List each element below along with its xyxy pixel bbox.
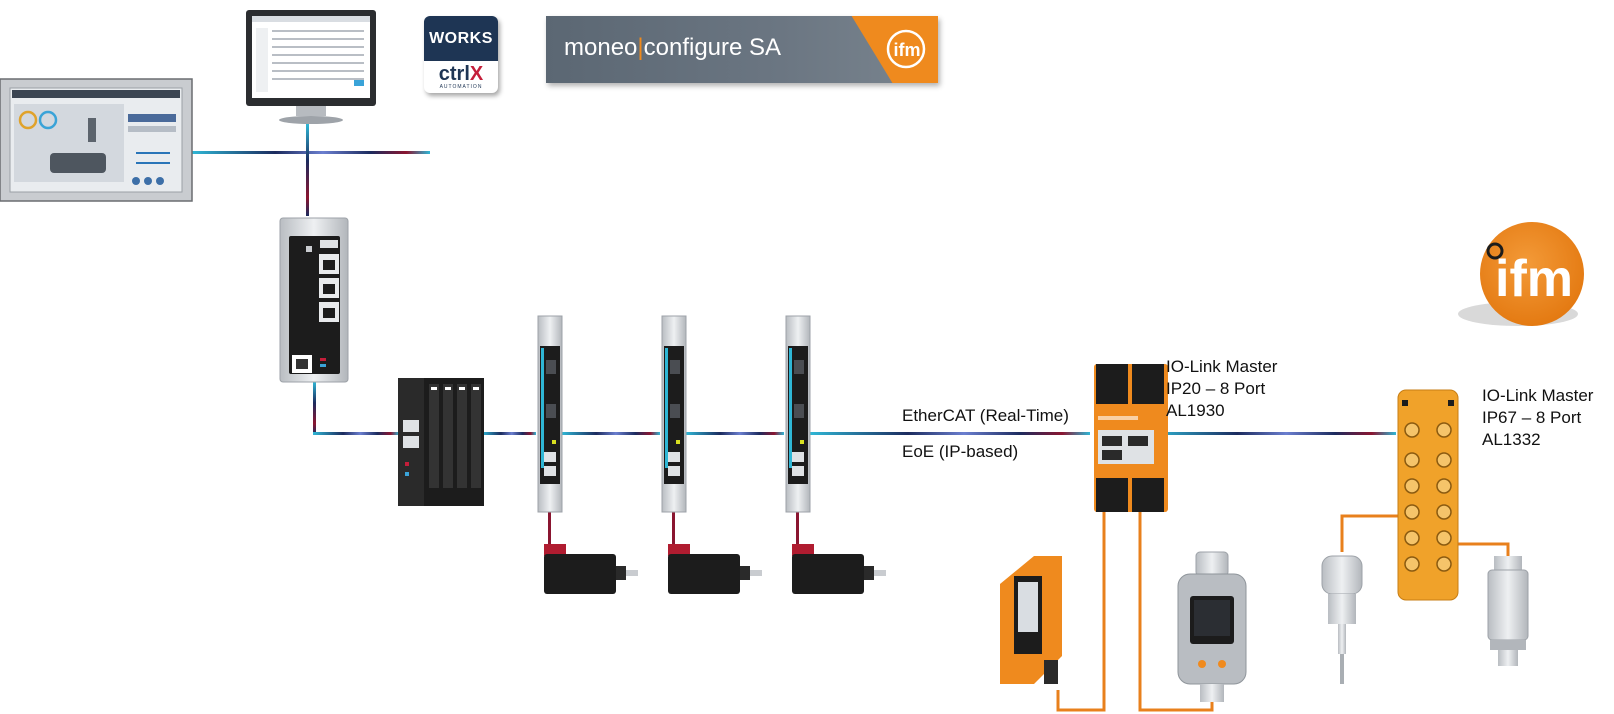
servo-drive-icon-3 bbox=[785, 315, 811, 513]
ethernet-line-top bbox=[192, 151, 430, 154]
ethernet-line-controller-down bbox=[313, 382, 316, 434]
io-link-master-ip20-icon bbox=[1094, 364, 1168, 512]
motor-cable-3 bbox=[796, 512, 799, 546]
banner-ifm-badge-icon: ifm bbox=[886, 29, 926, 69]
ethercat-line-drive3-al1930 bbox=[810, 432, 1090, 435]
ifm-logo-icon: ifm bbox=[1458, 222, 1584, 326]
network-cables bbox=[192, 124, 1510, 712]
temperature-sensor-icon bbox=[1321, 555, 1363, 684]
ctrlx-brand-main: ctrl bbox=[438, 63, 470, 85]
ethercat-line-io-drive1 bbox=[482, 432, 536, 435]
io-link-cable-temp bbox=[1340, 514, 1410, 552]
io-module-icon bbox=[398, 378, 484, 506]
ctrlx-brand-x: X bbox=[469, 63, 484, 85]
ifm-logo-text: ifm bbox=[1495, 250, 1573, 308]
moneo-configure-banner: moneo|configure SA ifm bbox=[546, 16, 938, 83]
ctrlx-brand: ctrlX bbox=[424, 63, 498, 86]
ethercat-line-al1930-al1332 bbox=[1152, 432, 1396, 435]
servo-motor-icon-2 bbox=[668, 544, 762, 594]
io-link-cable-pressure bbox=[1442, 542, 1510, 558]
banner-title-moneo: moneo bbox=[564, 34, 638, 61]
motor-cable-1 bbox=[548, 512, 551, 546]
al1930-model: AL1930 bbox=[1166, 401, 1225, 420]
hmi-touch-panel-icon bbox=[0, 78, 193, 202]
banner-ifm-badge-text: ifm bbox=[894, 40, 921, 60]
servo-drive-icon-2 bbox=[661, 315, 687, 513]
ethercat-label: EtherCAT (Real-Time) bbox=[902, 406, 1069, 425]
al1332-title: IO-Link Master bbox=[1482, 386, 1594, 405]
automation-subtext: AUTOMATION bbox=[439, 84, 483, 90]
banner-title-separator: | bbox=[637, 34, 644, 61]
banner-title-configure: configure SA bbox=[643, 34, 782, 61]
ctrlx-core-controller-icon bbox=[279, 217, 349, 383]
io-link-cable-photo bbox=[1056, 512, 1106, 712]
ctrlx-works-logo: WORKS ctrlX AUTOMATION bbox=[424, 16, 498, 93]
eoe-label: EoE (IP-based) bbox=[902, 442, 1019, 461]
servo-motor-icon-3 bbox=[792, 544, 886, 594]
al1332-spec: IP67 – 8 Port bbox=[1482, 408, 1582, 427]
photoelectric-sensor-icon bbox=[1000, 556, 1062, 684]
works-label: WORKS bbox=[424, 16, 498, 61]
servo-drive-icon-1 bbox=[537, 315, 563, 513]
desktop-monitor-icon bbox=[246, 10, 376, 124]
io-link-master-ip67-icon bbox=[1397, 389, 1459, 601]
io-link-cable-flow bbox=[1138, 512, 1214, 712]
ethernet-line-monitor-vertical bbox=[306, 124, 309, 216]
servo-motor-icon-1 bbox=[544, 544, 638, 594]
pressure-sensor-icon bbox=[1487, 556, 1529, 666]
ethercat-line-drive2-drive3 bbox=[686, 432, 784, 435]
ethercat-line-drive1-drive2 bbox=[562, 432, 660, 435]
al1930-title: IO-Link Master bbox=[1166, 357, 1278, 376]
ethercat-line-to-io bbox=[313, 432, 399, 435]
motor-cable-2 bbox=[672, 512, 675, 546]
flow-sensor-display-icon bbox=[1177, 551, 1247, 702]
banner-title: moneo|configure SA bbox=[564, 34, 781, 62]
al1332-model: AL1332 bbox=[1482, 430, 1541, 449]
al1930-spec: IP20 – 8 Port bbox=[1166, 379, 1266, 398]
